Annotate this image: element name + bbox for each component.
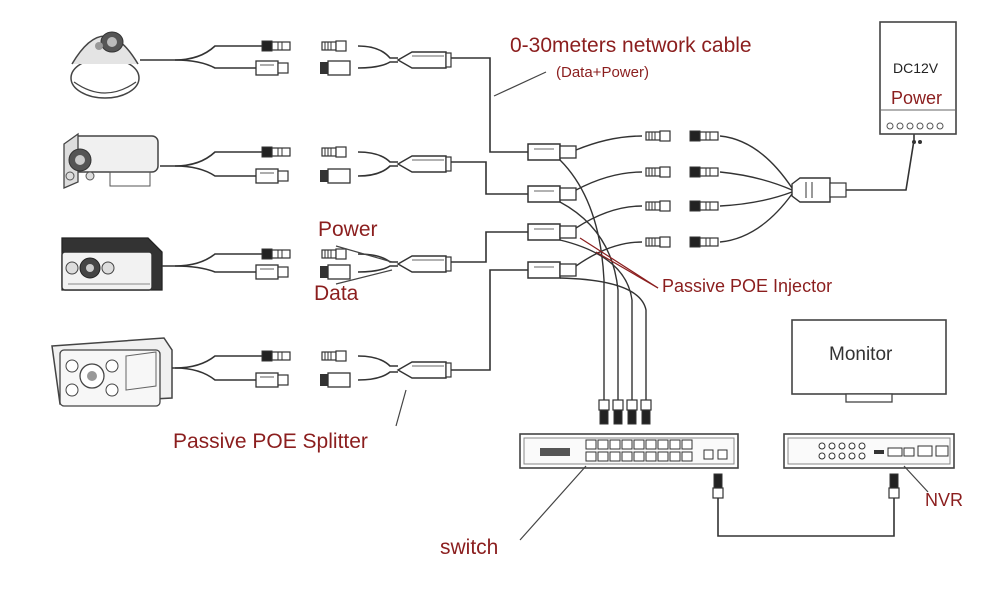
power-label: Power — [318, 218, 378, 241]
switch-uplink-connectors — [598, 399, 652, 425]
data-label: Data — [314, 282, 359, 305]
injector-pointers — [579, 237, 659, 289]
box-camera-icon — [61, 237, 163, 291]
camera-cable-row — [140, 45, 398, 381]
splitter-label: Passive POE Splitter — [173, 430, 368, 453]
cable-title-label: 0-30meters network cable — [510, 34, 752, 57]
splitter-icon — [397, 51, 452, 379]
switch-nvr-cable — [717, 496, 895, 537]
power-supply-cable — [846, 130, 915, 191]
monitor-icon — [791, 319, 947, 403]
switch-nvr-connectors — [712, 473, 900, 499]
bullet-camera-large-icon — [51, 337, 173, 407]
injector-label: Passive POE Injector — [662, 276, 833, 296]
bullet-camera-icon — [63, 132, 159, 189]
injector-power-cables — [575, 135, 793, 267]
annotation-pointers — [335, 71, 929, 541]
monitor-label: Monitor — [829, 344, 893, 365]
injector-dc-connectors — [645, 130, 719, 248]
dc-voltage-label: DC12V — [893, 60, 939, 76]
power-supply-icon — [879, 21, 957, 144]
nvr-icon — [783, 433, 955, 469]
switch-label: switch — [440, 536, 499, 559]
camera-connectors — [255, 40, 351, 388]
power-supply-label: Power — [891, 88, 943, 108]
power-combiner-icon — [791, 177, 847, 203]
dome-camera-icon — [70, 31, 140, 99]
injector-switch-cables — [559, 159, 647, 400]
nvr-label: NVR — [925, 490, 964, 510]
injector-icon — [527, 143, 577, 279]
network-cable — [451, 57, 528, 371]
cable-subtitle-label: (Data+Power) — [556, 64, 649, 81]
network-switch-icon — [519, 433, 739, 469]
